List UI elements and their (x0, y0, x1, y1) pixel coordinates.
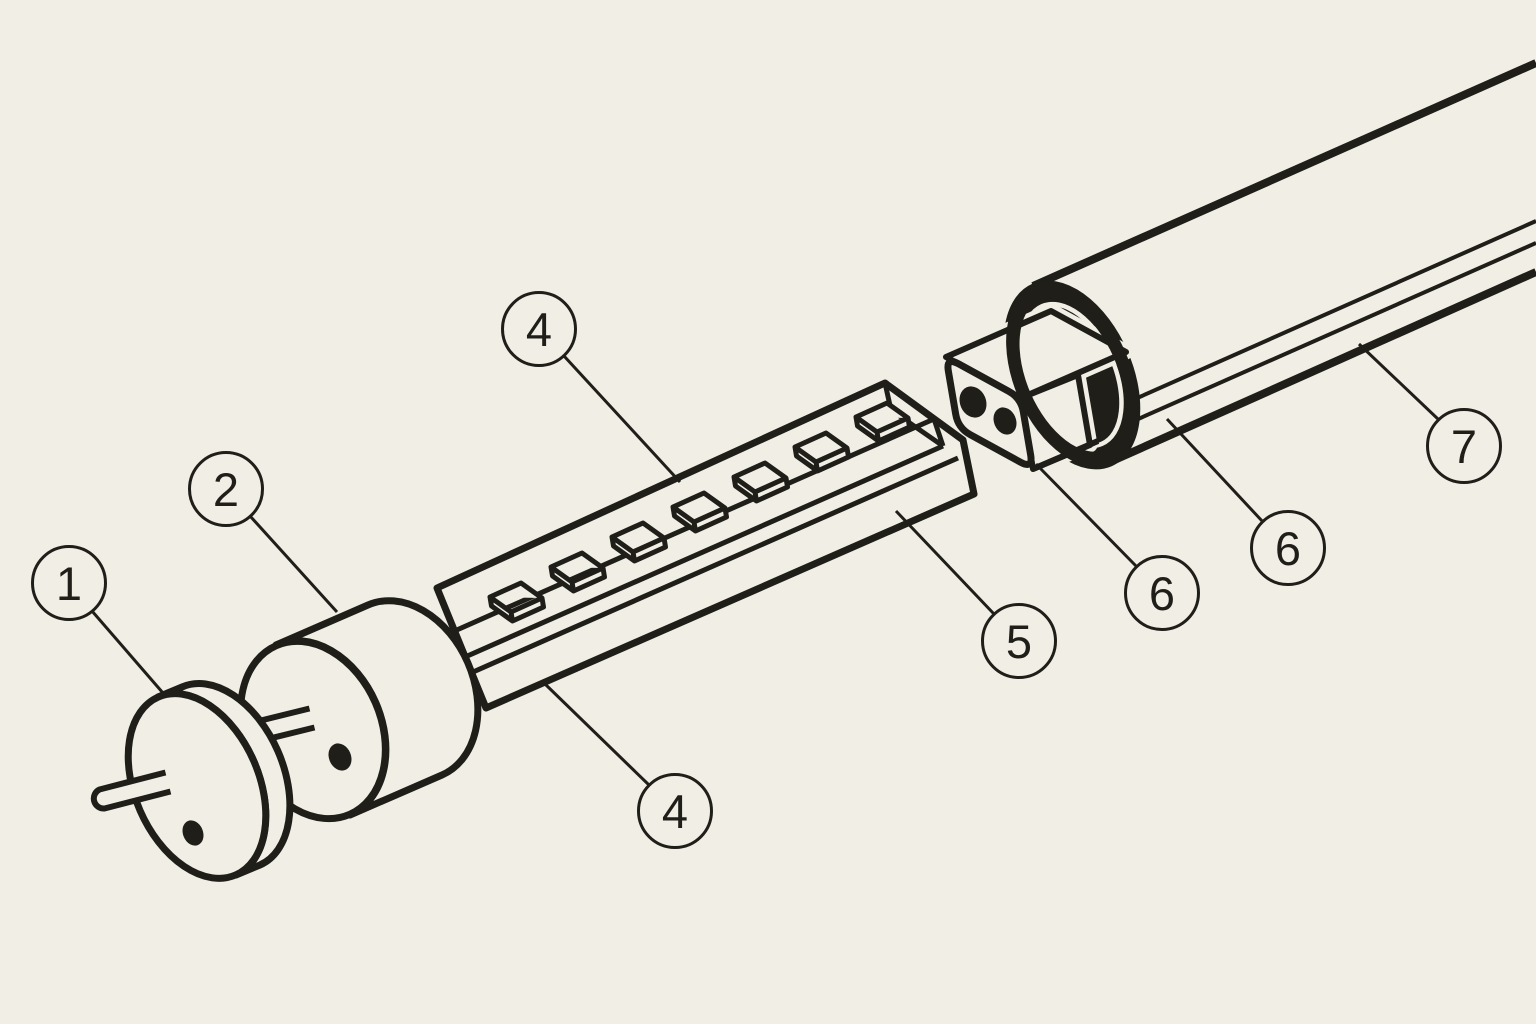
board-near-top-edge (462, 455, 960, 679)
callout-2: 2 (188, 451, 339, 614)
strip-end-edges (882, 382, 972, 469)
callout-6-connector: 6 (1034, 462, 1200, 631)
led-chip (487, 580, 546, 624)
cap-face (124, 690, 270, 882)
leader-line (543, 682, 651, 787)
callout-number: 6 (1149, 567, 1175, 620)
connector-pin-hole-right (993, 407, 1017, 435)
tube-rim-overlay (1006, 282, 1138, 468)
tube-inner-line-upper (1116, 219, 1536, 409)
callout-number: 7 (1451, 420, 1477, 473)
led-chip (670, 490, 729, 534)
callout-number: 2 (213, 463, 239, 516)
leader-line (894, 509, 996, 616)
callout-bubble (501, 291, 577, 367)
led-strip-assembly (433, 379, 978, 712)
strip-front-bottom-edge (454, 443, 945, 664)
cap-face-dot (182, 820, 204, 846)
callout-4-bottom: 4 (543, 682, 713, 849)
callout-number: 5 (1006, 615, 1032, 668)
callout-bubble (981, 603, 1057, 679)
leader-line (248, 514, 339, 614)
cap-pin (90, 769, 172, 812)
leader-line (1357, 342, 1441, 422)
connector-block (942, 282, 1138, 477)
callout-number: 1 (56, 557, 82, 610)
connector-pin-hole-left (959, 386, 987, 418)
leader-line (1165, 417, 1265, 524)
holder-face-dot (328, 743, 352, 771)
callout-number: 6 (1275, 522, 1301, 575)
callout-4-top: 4 (501, 291, 682, 484)
callout-bubble (1250, 510, 1326, 586)
tube-inner-line-lower (1110, 241, 1536, 433)
callout-6-socket: 6 (1165, 417, 1326, 586)
led-chip (609, 520, 668, 564)
led-chip (792, 430, 851, 474)
leader-line (562, 354, 682, 484)
leader-line (90, 610, 165, 694)
callout-bubble (31, 545, 107, 621)
led-chip (731, 460, 790, 504)
callout-1: 1 (31, 545, 165, 694)
led-chip (853, 400, 912, 444)
callout-bubble (1124, 555, 1200, 631)
callout-bubble (1426, 408, 1502, 484)
callout-number: 4 (526, 303, 552, 356)
callout-bubble (188, 451, 264, 527)
led-chips (487, 400, 912, 624)
callout-bubble (637, 773, 713, 849)
end-cap-outer (90, 680, 294, 882)
tube-bottom-edge (1108, 268, 1536, 466)
callout-5: 5 (894, 509, 1057, 679)
callout-7: 7 (1357, 342, 1502, 484)
callouts: 1 2 4 4 5 6 6 (31, 291, 1502, 849)
led-chip (548, 550, 607, 594)
tube-top-edge (1031, 59, 1536, 290)
leader-line (1034, 462, 1139, 569)
callout-number: 4 (662, 785, 688, 838)
